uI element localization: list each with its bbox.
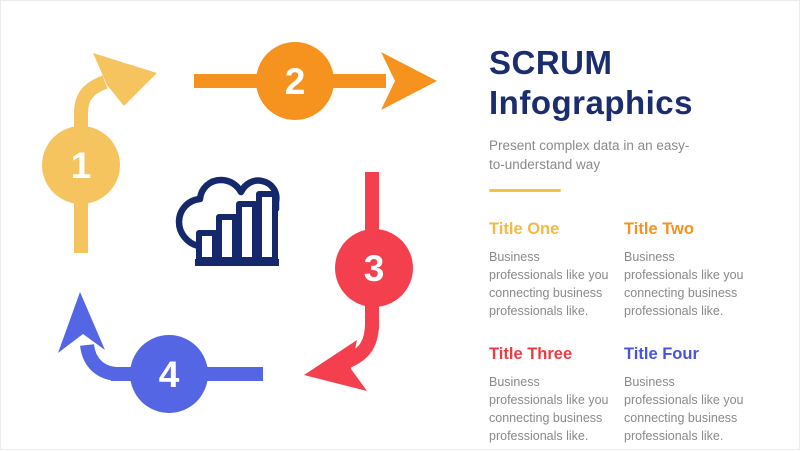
section-four-title: Title Four — [624, 345, 699, 363]
bar-2 — [216, 214, 238, 263]
step-1-circle — [42, 126, 120, 204]
section-one: Title One Business professionals like yo… — [489, 219, 624, 320]
step-4-circle — [130, 335, 208, 413]
step-1-arrow: 1 — [42, 53, 157, 253]
step-4-number: 4 — [159, 354, 180, 395]
section-one-title: Title One — [489, 220, 560, 238]
accent-divider — [489, 189, 561, 192]
page-subtitle: Present complex data in an easy- to-unde… — [489, 138, 690, 172]
bar-1 — [196, 230, 218, 263]
section-two: Title Two Business professionals like yo… — [624, 219, 759, 320]
step-1-number: 1 — [71, 145, 92, 186]
section-three-title: Title Three — [489, 345, 573, 363]
bar-4 — [256, 191, 278, 263]
step-4-arrowhead-icon — [58, 292, 105, 353]
content-panel: SCRUM Infographics Present complex data … — [489, 43, 789, 445]
step-4-arrow: 4 — [58, 292, 263, 413]
chart-baseline — [195, 259, 279, 266]
page-title-line-2: Infographics — [489, 84, 694, 121]
page-title-line-1: SCRUM — [489, 44, 613, 81]
cloud-outline — [175, 176, 280, 250]
section-four: Title Four Business professionals like y… — [624, 344, 759, 445]
section-four-body: Business professionals like you connecti… — [624, 375, 744, 443]
step-2-arrow: 2 — [194, 42, 437, 120]
bar-3 — [236, 201, 258, 263]
sections-grid: Title One Business professionals like yo… — [489, 219, 789, 445]
page-title: SCRUM Infographics — [489, 43, 789, 123]
section-one-body: Business professionals like you connecti… — [489, 250, 609, 318]
section-three: Title Three Business professionals like … — [489, 344, 624, 445]
step-2-arrowhead-icon — [381, 52, 437, 110]
step-2-number: 2 — [285, 61, 306, 102]
step-4-curve — [80, 343, 120, 381]
step-3-circle — [335, 229, 413, 307]
section-two-title: Title Two — [624, 220, 694, 238]
step-3-arrowhead-icon — [304, 340, 367, 391]
step-1-arrowhead-icon — [93, 53, 157, 106]
step-3-arrow: 3 — [304, 172, 413, 391]
step-1-curve — [74, 75, 108, 141]
section-two-body: Business professionals like you connecti… — [624, 250, 744, 318]
scrum-cycle-diagram: 1 2 3 4 — [1, 1, 471, 451]
section-three-body: Business professionals like you connecti… — [489, 375, 609, 443]
step-3-number: 3 — [364, 248, 385, 289]
cloud-bar-chart-icon — [175, 176, 280, 266]
step-2-circle — [256, 42, 334, 120]
